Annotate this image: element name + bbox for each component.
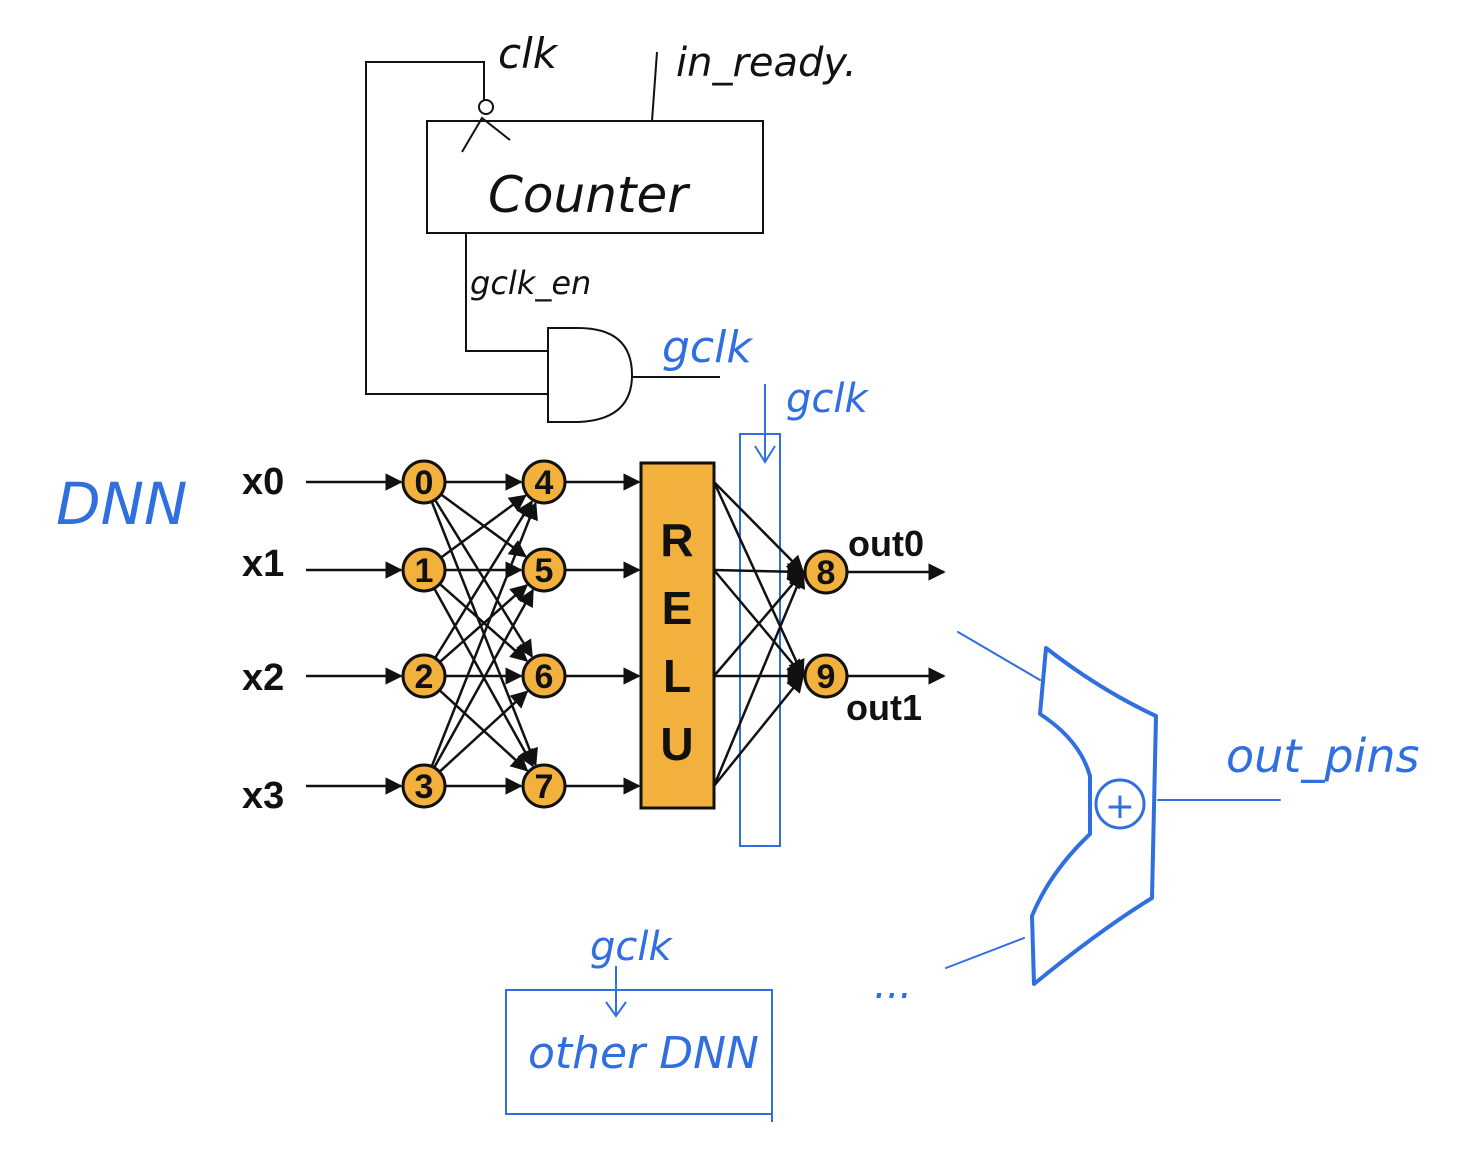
out0-label: out0 [848, 523, 924, 564]
neuron-4: 4 [521, 459, 567, 505]
neuron-7: 7 [521, 763, 567, 809]
out-pins-label: out_pins [1226, 729, 1419, 783]
neuron-6-label: 6 [535, 658, 554, 696]
neuron-9-label: 9 [817, 658, 836, 696]
dnn-label: DNN [56, 470, 187, 538]
in-ready-wire [651, 51, 658, 122]
in-ready-label: in_ready. [676, 40, 857, 86]
relu-letter-l: L [663, 650, 691, 702]
neuron-9: 9 [803, 653, 849, 699]
counter-label: Counter [488, 166, 691, 224]
neuron-3: 3 [401, 763, 447, 809]
neuron-7-circle [521, 763, 567, 809]
wire-top-to-combiner [957, 631, 1041, 681]
edge-relu2-n8 [713, 570, 805, 677]
adder-symbol: + [1105, 786, 1135, 827]
layer2-nodes: 4 5 6 7 [521, 459, 567, 809]
clk-bubble [478, 99, 494, 115]
edge-n1-n4 [440, 494, 527, 559]
neuron-3-circle [401, 763, 447, 809]
neuron-8: 8 [803, 549, 849, 595]
neuron-8-circle [803, 549, 849, 595]
neuron-8-label: 8 [817, 554, 836, 592]
neuron-6: 6 [521, 653, 567, 699]
clock-gating-circuit [365, 51, 764, 423]
other-dnn-box [505, 989, 773, 1115]
adder-circle [1094, 778, 1146, 830]
output-combiner [945, 631, 1281, 986]
wire-bottom-to-combiner [945, 937, 1025, 969]
other-dnn-label: other DNN [528, 1028, 759, 1079]
gclk-gate-out-label: gclk [662, 322, 753, 373]
out1-label: out1 [846, 687, 922, 728]
relu-letter-u: U [660, 718, 693, 770]
edge-n3-n4 [430, 501, 538, 767]
input-labels: x0 x1 x2 x3 [242, 461, 284, 817]
other-dnn-block [505, 966, 773, 1122]
neuron-0: 0 [401, 459, 447, 505]
counter-box [426, 120, 764, 234]
input-label-x0: x0 [242, 461, 284, 503]
neuron-1-label: 1 [415, 552, 434, 590]
gclk-reg-label: gclk [786, 376, 869, 422]
neuron-4-circle [521, 459, 567, 505]
and-gate [547, 327, 634, 423]
combiner-shape [1030, 646, 1158, 986]
edge-n3-n6 [438, 690, 529, 773]
neuron-6-circle [521, 653, 567, 699]
gclk-other-label: gclk [590, 924, 673, 970]
neuron-1: 1 [401, 547, 447, 593]
output-nodes: 8 9 [803, 549, 849, 699]
relu-letter-e: E [662, 582, 693, 634]
clk-label: clk [498, 29, 559, 78]
edge-relu0-n9 [712, 481, 805, 678]
neuron-5: 5 [521, 547, 567, 593]
edge-relu3-n8 [712, 570, 806, 787]
pipeline-register [739, 384, 781, 847]
neuron-0-label: 0 [415, 464, 434, 502]
dnn-edges [306, 473, 946, 795]
edge-relu0-n8 [713, 481, 805, 574]
gclk-reg-arrow [754, 384, 776, 464]
gclk-en-label: gclk_en [470, 264, 591, 302]
neuron-7-label: 7 [535, 768, 554, 806]
clk-feedback-wire [365, 61, 548, 395]
clk-edge-symbol [461, 116, 511, 153]
neuron-2-label: 2 [415, 658, 434, 696]
neuron-1-circle [401, 547, 447, 593]
edge-n2-n5 [438, 584, 529, 664]
edge-relu3-n9 [713, 674, 805, 787]
neuron-2-circle [401, 653, 447, 699]
neuron-5-label: 5 [535, 552, 554, 590]
edge-n3-n5 [433, 588, 534, 769]
relu-box [639, 461, 716, 810]
layer1-nodes: 0 1 2 3 [401, 459, 447, 809]
input-label-x1: x1 [242, 543, 284, 585]
gclk-en-wire [465, 233, 548, 352]
neuron-0-circle [401, 459, 447, 505]
edge-relu1-n8 [713, 562, 805, 581]
relu-block: R E L U [639, 461, 716, 810]
gclk-other-arrow [605, 966, 627, 1018]
neuron-5-circle [521, 547, 567, 593]
neuron-2: 2 [401, 653, 447, 699]
edge-n2-n4 [433, 500, 533, 659]
neuron-9-circle [803, 653, 849, 699]
input-label-x3: x3 [242, 775, 284, 817]
ellipsis-label: ... [874, 962, 912, 1008]
input-label-x2: x2 [242, 657, 284, 699]
relu-letter-r: R [660, 514, 693, 566]
neuron-4-label: 4 [535, 464, 554, 502]
neuron-3-label: 3 [415, 768, 434, 806]
register-box [739, 433, 781, 847]
